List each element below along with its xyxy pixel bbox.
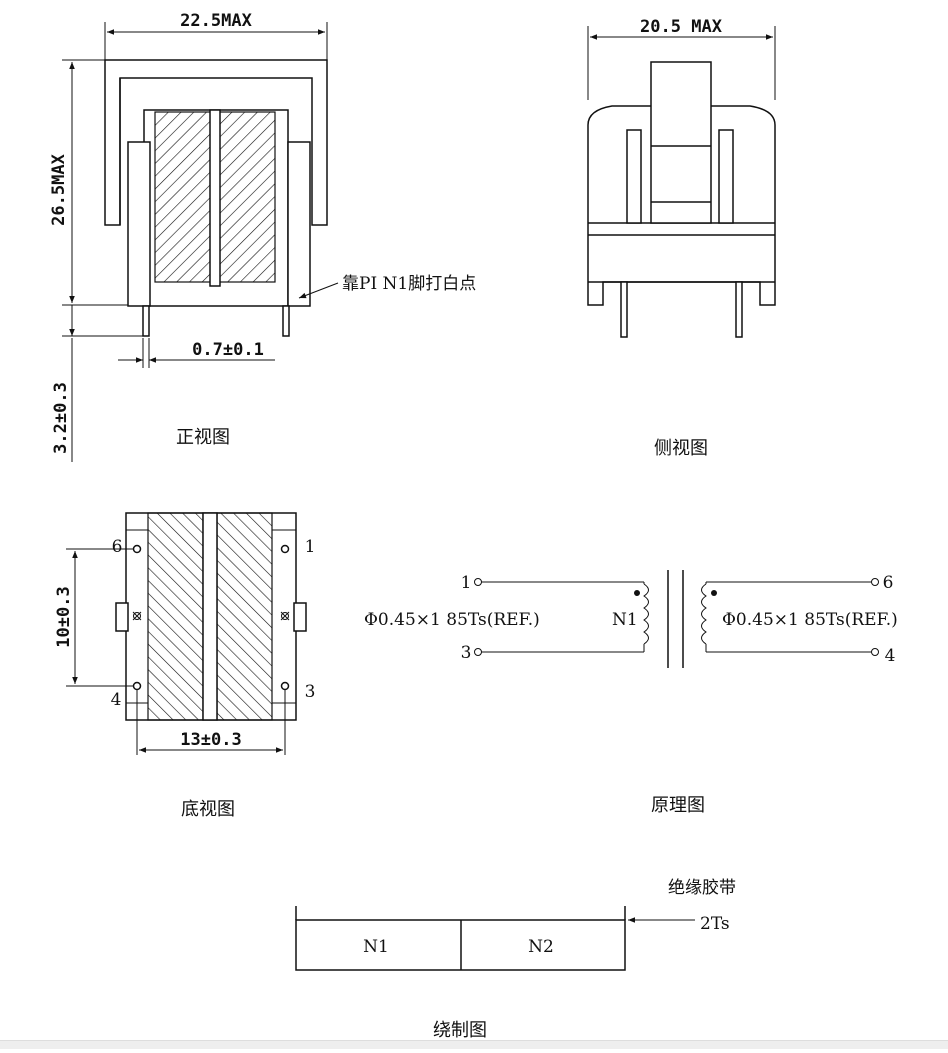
pin-length-dimension: 3.2±0.3: [51, 382, 71, 454]
tape-turns-label: 2Ts: [700, 914, 730, 934]
bottom-view-caption: 底视图: [181, 799, 235, 820]
schematic-pin-4: 4: [885, 646, 896, 666]
schematic-pin-3: 3: [461, 643, 472, 663]
front-view: 22.5MAX 26.5MAX 3.2±0.3 0.7±0.1 靠P: [49, 11, 476, 462]
insulation-tape-label: 绝缘胶带: [668, 878, 736, 898]
window-bottom-edge: [0, 1040, 948, 1049]
bottom-view: 6 1 4 3 10±0.3 13±0.3 底视图: [54, 512, 316, 820]
schematic-pin-6: 6: [883, 573, 894, 593]
side-width-dimension: 20.5 MAX: [640, 17, 723, 37]
winding-caption: 绕制图: [433, 1020, 487, 1041]
bottom-pin-3: 3: [305, 682, 316, 702]
winding-section-n2: N2: [528, 937, 554, 957]
pin-diameter-dimension: 0.7±0.1: [192, 340, 264, 360]
bottom-pitch-y-dimension: 10±0.3: [54, 586, 74, 647]
schematic: 1 3 Φ0.45×1 85Ts(REF.) N1 6 4 Φ0.45×1 85…: [364, 570, 898, 816]
front-view-caption: 正视图: [176, 427, 230, 448]
left-winding-spec: Φ0.45×1 85Ts(REF.): [364, 610, 540, 630]
schematic-caption: 原理图: [651, 795, 705, 816]
side-view: 20.5 MAX 侧视图: [587, 17, 776, 459]
right-winding-spec: Φ0.45×1 85Ts(REF.): [722, 610, 898, 630]
coil-label-n1: N1: [612, 610, 638, 630]
bottom-pin-6: 6: [112, 537, 123, 557]
bottom-pin-4: 4: [111, 690, 122, 710]
side-view-caption: 侧视图: [654, 438, 708, 459]
bottom-pin-1: 1: [305, 537, 316, 557]
winding-diagram: N1 N2 绝缘胶带 2Ts 绕制图: [295, 878, 736, 1041]
schematic-pin-1: 1: [461, 573, 472, 593]
winding-section-n1: N1: [363, 937, 389, 957]
front-height-dimension: 26.5MAX: [49, 153, 69, 225]
pin1-mark-note: 靠PI N1脚打白点: [342, 274, 476, 294]
front-width-dimension: 22.5MAX: [180, 11, 252, 31]
bottom-pitch-x-dimension: 13±0.3: [180, 730, 241, 750]
